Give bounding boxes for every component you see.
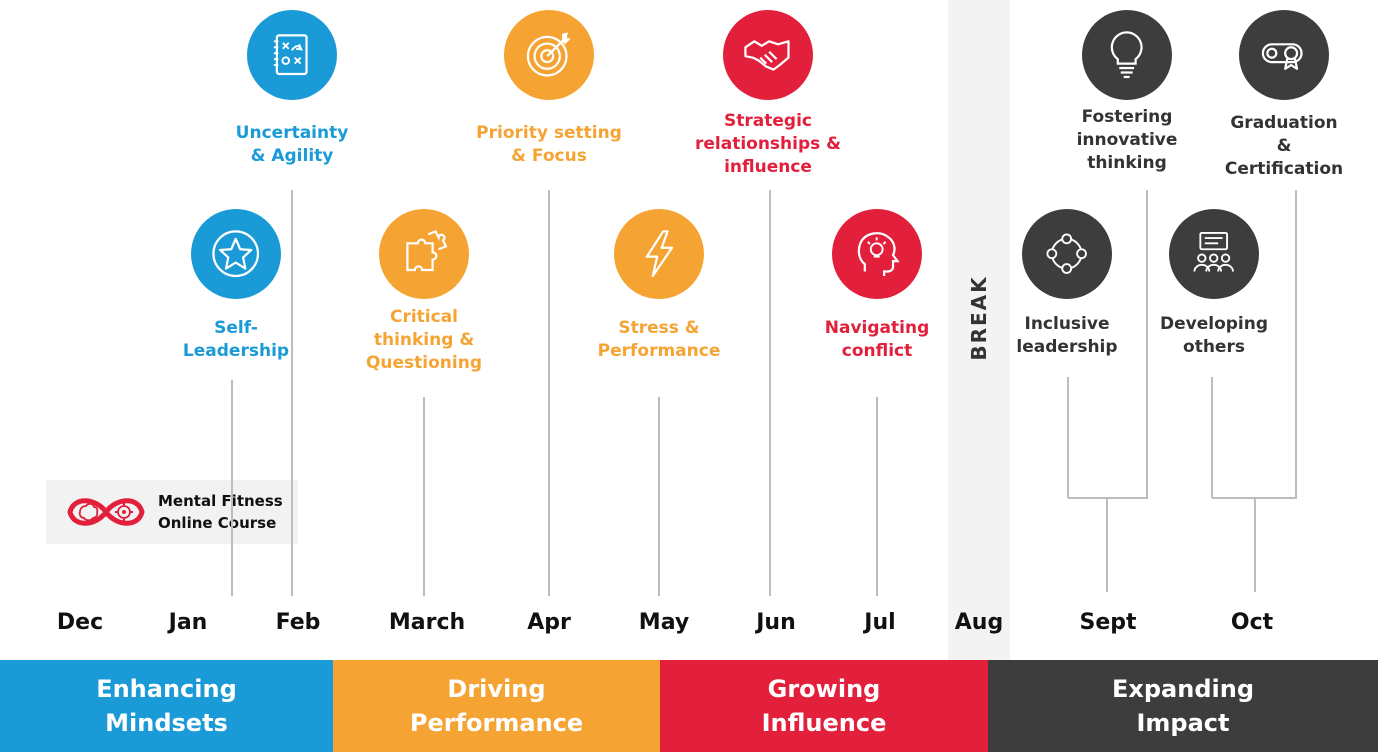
star-icon <box>191 209 281 299</box>
strategy-board-icon <box>247 10 337 100</box>
group-presentation-icon <box>1169 209 1259 299</box>
connector-line-group-presentation <box>1211 377 1213 498</box>
bracket-stem <box>1106 498 1108 592</box>
break-column <box>948 0 1010 660</box>
lightbulb-icon <box>1082 10 1172 100</box>
head-lightbulb-icon <box>832 209 922 299</box>
connector-line-diploma <box>1295 190 1297 498</box>
infinity-brain-gear-icon <box>67 498 145 526</box>
month-label-jan: Jan <box>168 610 208 635</box>
month-label-apr: Apr <box>527 610 571 635</box>
month-label-sept: Sept <box>1079 610 1137 635</box>
connector-line-target <box>548 190 550 596</box>
module-label-star: Self- Leadership <box>182 318 290 361</box>
module-label-head-lightbulb: Navigating conflict <box>824 318 930 361</box>
module-label-handshake: Strategic relationships & influence <box>694 111 842 177</box>
bracket-stem <box>1254 498 1256 592</box>
course-title: Mental Fitness Online Course <box>158 492 283 532</box>
phase-bar-enhancing: Enhancing Mindsets <box>0 660 333 752</box>
module-label-group-presentation: Developing others <box>1159 314 1269 357</box>
target-icon <box>504 10 594 100</box>
month-label-jun: Jun <box>756 610 796 635</box>
module-label-target: Priority setting & Focus <box>476 123 622 166</box>
module-label-lightning: Stress & Performance <box>597 318 721 361</box>
network-circle-icon <box>1022 209 1112 299</box>
module-label-diploma: Graduation & Certification <box>1224 113 1344 179</box>
bracket-connector <box>1068 497 1148 499</box>
module-label-lightbulb: Fostering innovative thinking <box>1076 107 1178 173</box>
phase-bar-expanding: Expanding Impact <box>988 660 1378 752</box>
month-label-feb: Feb <box>275 610 321 635</box>
diploma-icon <box>1239 10 1329 100</box>
handshake-icon <box>723 10 813 100</box>
connector-line-handshake <box>769 190 771 596</box>
mental-fitness-course-card: Mental Fitness Online Course <box>46 480 298 544</box>
phase-bar-growing: Growing Influence <box>660 660 988 752</box>
month-label-oct: Oct <box>1230 610 1274 635</box>
phase-bar-driving: Driving Performance <box>333 660 660 752</box>
month-label-jul: Jul <box>864 610 896 635</box>
connector-line-strategy-board <box>291 190 293 596</box>
puzzle-icon <box>379 209 469 299</box>
module-label-strategy-board: Uncertainty & Agility <box>235 123 349 166</box>
month-label-march: March <box>388 610 466 635</box>
module-label-puzzle: Critical thinking & Questioning <box>365 307 483 373</box>
connector-line-lightbulb <box>1146 190 1148 498</box>
connector-line-puzzle <box>423 397 425 596</box>
month-label-may: May <box>638 610 690 635</box>
connector-line-star <box>231 380 233 596</box>
month-label-aug: Aug <box>954 610 1004 635</box>
connector-line-lightning <box>658 397 660 596</box>
connector-line-head-lightbulb <box>876 397 878 596</box>
module-label-network-circle: Inclusive leadership <box>1016 314 1118 357</box>
month-label-dec: Dec <box>56 610 104 635</box>
lightning-icon <box>614 209 704 299</box>
connector-line-network-circle <box>1067 377 1069 498</box>
break-label: BREAK <box>967 275 991 361</box>
